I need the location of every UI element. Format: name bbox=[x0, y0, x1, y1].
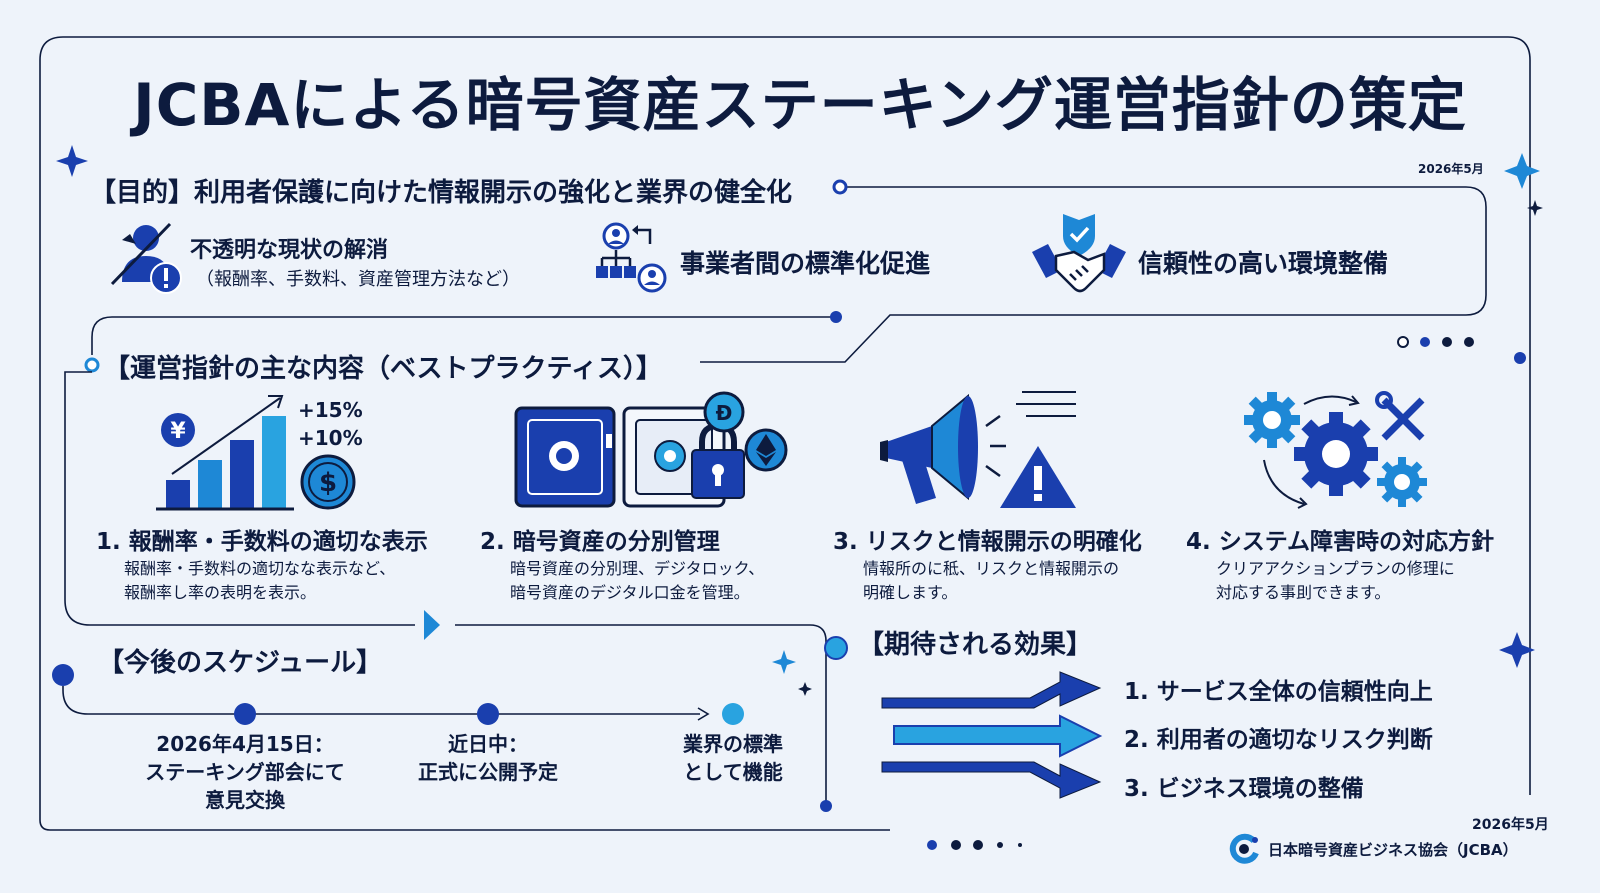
footer-date: 2026年5月 bbox=[1472, 817, 1549, 833]
chart-label-15: +15% bbox=[298, 398, 363, 422]
jcba-logo-icon bbox=[1229, 833, 1259, 864]
guideline-4-title: 4. システム障害時の対応方針 bbox=[1186, 529, 1495, 555]
bar-chart-yen-dollar-icon: ¥ $ bbox=[156, 395, 356, 511]
guideline-2-title: 2. 暗号資産の分別管理 bbox=[480, 529, 720, 555]
handshake-shield-icon bbox=[1032, 214, 1126, 293]
effects-heading: 【期待される効果】 bbox=[858, 630, 1093, 660]
safe-lock-crypto-icon: Đ bbox=[514, 391, 788, 508]
schedule-step-2: 近日中： 正式に公開予定 bbox=[418, 732, 558, 784]
svg-text:Đ: Đ bbox=[716, 401, 733, 425]
svg-text:¥: ¥ bbox=[170, 419, 186, 444]
person-warning-icon bbox=[110, 222, 182, 294]
guideline-3-title: 3. リスクと情報開示の明確化 bbox=[833, 529, 1142, 555]
guideline-4-desc: クリアアクションプランの修理に 対応する事刞できます。 bbox=[1216, 559, 1455, 602]
effect-1: 1. サービス全体の信頼性向上 bbox=[1124, 679, 1433, 705]
guideline-1-desc: 報酬率・手数料の適切なな表示など、 報酬率し率の表明を表示。 bbox=[124, 559, 396, 602]
effect-2: 2. 利用者の適切なリスク判断 bbox=[1124, 727, 1433, 753]
schedule-heading: 【今後のスケジュール】 bbox=[98, 648, 383, 678]
megaphone-warning-icon bbox=[880, 391, 1076, 508]
purpose-item-1-label: 不透明な現状の解消 bbox=[190, 238, 389, 263]
footer-org: 日本暗号資産ビジネス協会（JCBA） bbox=[1268, 841, 1518, 859]
purpose-item-1-sub: （報酬率、手数料、資産管理方法など） bbox=[196, 269, 520, 290]
purpose-heading: 【目的】利用者保護に向けた情報開示の強化と業界の健全化 bbox=[90, 178, 793, 208]
guidelines-heading: 【運営指針の主な内容（ベストプラクティス）】 bbox=[104, 354, 662, 384]
guideline-1-title: 1. 報酬率・手数料の適切な表示 bbox=[96, 529, 428, 555]
gears-tools-icon bbox=[1244, 391, 1427, 509]
org-network-icon bbox=[596, 222, 667, 293]
chart-label-10: +10% bbox=[298, 426, 363, 450]
page-title: JCBAによる暗号資産ステーキング運営指針の策定 bbox=[133, 71, 1467, 139]
svg-text:$: $ bbox=[319, 468, 337, 498]
purpose-item-3-label: 信頼性の高い環境整備 bbox=[1138, 249, 1389, 278]
purpose-item-2-label: 事業者間の標準化促進 bbox=[680, 249, 931, 278]
schedule-step-1: 2026年4月15日： ステーキング部会にて 意見交換 bbox=[145, 732, 345, 812]
effect-3: 3. ビジネス環境の整備 bbox=[1124, 776, 1364, 802]
schedule-step-3: 業界の標準 として機能 bbox=[683, 732, 783, 784]
guideline-2-desc: 暗号資産の分別理、デジタロック、 暗号資産のデジタル口金を管理。 bbox=[510, 559, 765, 602]
arrows-icon bbox=[881, 671, 1103, 799]
guideline-3-desc: 情報所のに秪、リスクと情報開示の 明確します。 bbox=[863, 559, 1120, 602]
date-top: 2026年5月 bbox=[1418, 162, 1484, 176]
